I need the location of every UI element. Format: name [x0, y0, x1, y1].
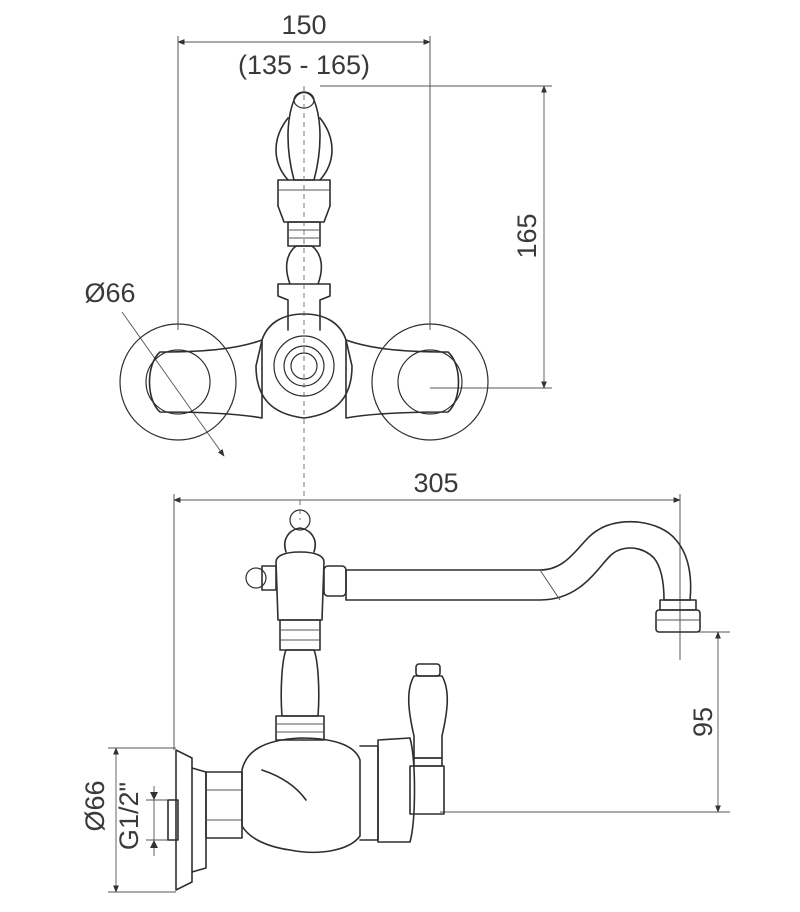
mixer-body: [241, 737, 361, 854]
right-wall-flange: [371, 323, 489, 441]
left-flange-inner: [145, 349, 211, 415]
spout-bend-line: [539, 569, 561, 601]
column-finial-base: [284, 527, 316, 553]
aerator: [655, 609, 701, 633]
side-knob-stem: [261, 565, 277, 591]
spout-collar: [323, 565, 347, 597]
width-range-label: (135 - 165): [238, 50, 370, 80]
central-hub: [255, 313, 353, 419]
left-wall-flange: [119, 323, 237, 441]
diverter-head: [275, 551, 325, 621]
side-view: 305 95 Ø66 G1/2": [80, 468, 730, 893]
right-arm: [345, 339, 460, 419]
lever-side-right: [319, 117, 333, 181]
thread-stub: [167, 799, 179, 841]
height-dimension-label: 165: [512, 213, 542, 258]
column-lower: [280, 649, 320, 717]
flange-step: [191, 767, 207, 873]
body-collar: [359, 745, 379, 841]
lever-side-left: [275, 117, 289, 181]
top-flange-diameter-label: Ø66: [84, 278, 135, 308]
aerator-ring: [659, 599, 697, 611]
spout-height-label: 95: [688, 707, 718, 737]
width-dimension-label: 150: [281, 10, 326, 40]
right-flange-inner: [397, 349, 463, 415]
left-arm: [148, 339, 263, 419]
hex-nut: [205, 771, 243, 839]
side-flange-diameter-label: Ø66: [80, 780, 110, 831]
spout: [345, 520, 692, 601]
thread-size-label: G1/2": [114, 782, 144, 850]
control-lever: [407, 675, 449, 759]
cartridge-housing: [377, 737, 416, 843]
body-highlight: [261, 769, 307, 801]
column-rings-side: [279, 619, 321, 651]
flange-diameter-leader: [121, 311, 225, 457]
handle-collar: [413, 757, 443, 767]
lever-top: [415, 663, 441, 677]
side-knob: [245, 567, 267, 589]
top-view: 150 (135 - 165) 165 Ø66: [84, 10, 552, 500]
lever-handle: [287, 91, 321, 181]
reach-dimension-label: 305: [413, 468, 458, 498]
column-base: [275, 715, 325, 741]
wall-flange-side: [175, 749, 193, 891]
column-cap: [277, 179, 331, 223]
